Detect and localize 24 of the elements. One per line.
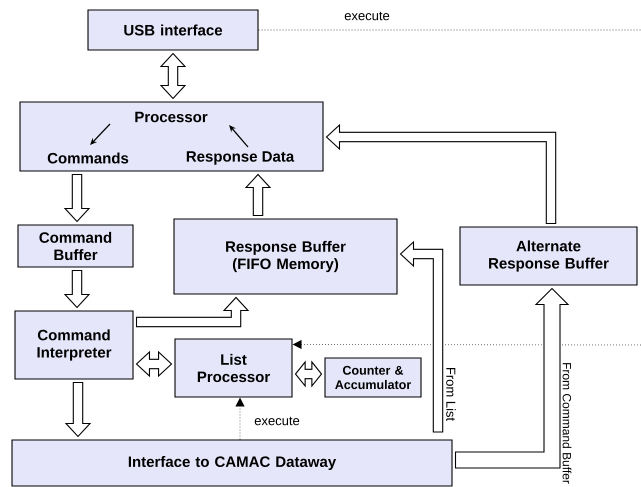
- block-arrow: [160, 52, 186, 100]
- process-box: Alternate Response Buffer: [459, 226, 638, 286]
- block-arrow: [136, 350, 172, 378]
- process-box: Command Buffer: [17, 224, 134, 268]
- block-arrow: [64, 270, 90, 308]
- block-arrow: [136, 296, 250, 328]
- process-box: Interface to CAMAC Dataway: [11, 439, 453, 487]
- edge-label: From List: [444, 365, 458, 423]
- process-box: USB interface: [87, 9, 259, 51]
- block-arrow: [244, 174, 272, 216]
- block-arrow: [64, 174, 90, 222]
- process-box: List Processor: [174, 338, 293, 398]
- process-box: Response Buffer (FIFO Memory): [173, 218, 398, 295]
- edge-label: From Command Buffer: [561, 360, 573, 486]
- block-arrow: [294, 360, 322, 388]
- process-box: Counter & Accumulator: [324, 357, 422, 398]
- block-arrow: [400, 240, 444, 433]
- block-arrow: [454, 288, 570, 469]
- edge-label: execute: [252, 415, 302, 427]
- process-box: Processor Commands Response Data: [19, 101, 324, 172]
- block-arrow: [64, 382, 92, 438]
- block-arrow: [326, 124, 556, 224]
- process-box: Command Interpreter: [14, 310, 134, 380]
- edge-label: execute: [342, 10, 392, 22]
